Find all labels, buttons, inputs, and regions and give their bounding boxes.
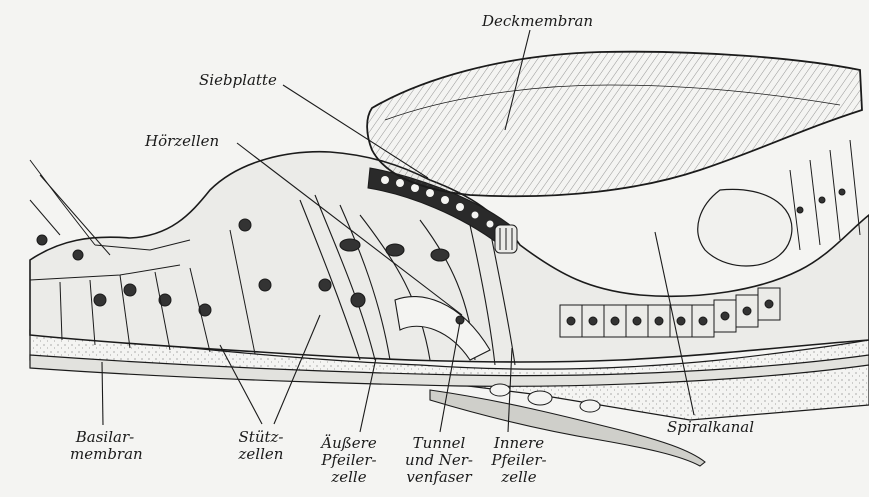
label-spiralkanal: Spiralkanal <box>667 419 754 436</box>
label-innere-pfeilerzelle: Innere Pfeiler- zelle <box>484 435 554 486</box>
label-basilarmembran: Basilar- membran <box>70 429 140 463</box>
label-line: Pfeiler- <box>314 452 384 469</box>
label-line: und Ner- <box>398 452 480 469</box>
label-line: Basilar- <box>70 429 140 446</box>
label-line: venfaser <box>398 469 480 486</box>
label-line: zellen <box>230 446 292 463</box>
label-line: Innere <box>484 435 554 452</box>
label-hoerzellen: Hörzellen <box>145 133 219 150</box>
label-tunnel-nervenfaser: Tunnel und Ner- venfaser <box>398 435 480 486</box>
label-stuetzzellen: Stütz- zellen <box>230 429 292 463</box>
label-siebplatte: Siebplatte <box>199 72 277 89</box>
label-line: Stütz- <box>230 429 292 446</box>
hair-cell-bundle <box>495 225 517 253</box>
label-deckmembran: Deckmembran <box>482 13 593 30</box>
label-aeussere-pfeilerzelle: Äußere Pfeiler- zelle <box>314 435 384 486</box>
ganglion-cell <box>490 384 510 396</box>
label-line: zelle <box>314 469 384 486</box>
label-line: Äußere <box>314 435 384 452</box>
spiral-canal <box>698 189 792 266</box>
label-line: membran <box>70 446 140 463</box>
label-line: zelle <box>484 469 554 486</box>
tectorial-membrane <box>367 52 862 197</box>
ganglion-cell <box>580 400 600 412</box>
label-line: Pfeiler- <box>484 452 554 469</box>
label-line: Tunnel <box>398 435 480 452</box>
ganglion-cell <box>528 391 552 405</box>
